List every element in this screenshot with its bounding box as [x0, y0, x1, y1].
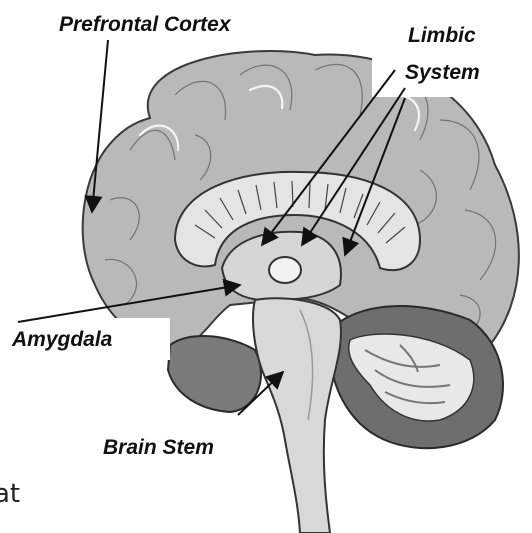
brainstem — [253, 298, 341, 533]
temporal-pole — [168, 336, 261, 412]
cut-off-text: at — [0, 479, 20, 509]
label-amygdala: Amygdala — [11, 328, 113, 351]
label-prefrontal-cortex: Prefrontal Cortex — [59, 13, 232, 36]
label-limbic-line1: Limbic — [408, 24, 476, 47]
label-limbic-line2: System — [405, 61, 480, 84]
label-brain-stem: Brain Stem — [103, 436, 214, 459]
ventricle — [269, 257, 301, 283]
